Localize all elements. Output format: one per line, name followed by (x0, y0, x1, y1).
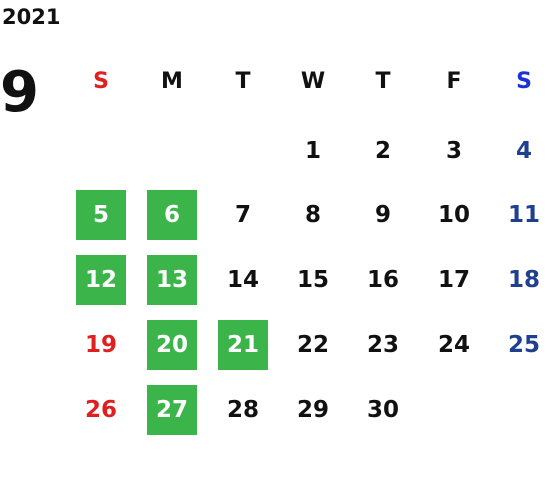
weekday-header: F (446, 68, 462, 94)
calendar-day[interactable]: 29 (296, 397, 329, 423)
calendar-day[interactable]: 14 (226, 267, 259, 293)
calendar-day[interactable]: 18 (507, 267, 540, 293)
calendar-day[interactable]: 21 (218, 320, 268, 370)
calendar-day[interactable]: 17 (437, 267, 470, 293)
calendar-day[interactable]: 19 (84, 332, 117, 358)
calendar-day[interactable]: 28 (226, 397, 259, 423)
calendar-day[interactable]: 5 (76, 190, 126, 240)
calendar-day[interactable]: 22 (296, 332, 329, 358)
calendar-day[interactable]: 10 (437, 202, 470, 228)
weekday-header: S (93, 68, 109, 94)
calendar-day[interactable]: 15 (296, 267, 329, 293)
calendar-day[interactable]: 25 (507, 332, 540, 358)
calendar-day[interactable]: 3 (445, 138, 462, 164)
calendar-day[interactable]: 1 (304, 138, 321, 164)
calendar-day[interactable]: 27 (147, 385, 197, 435)
calendar-day[interactable]: 2 (374, 138, 391, 164)
calendar-day[interactable]: 26 (84, 397, 117, 423)
weekday-header: S (516, 68, 532, 94)
calendar-day[interactable]: 23 (366, 332, 399, 358)
calendar-day[interactable]: 12 (76, 255, 126, 305)
calendar-day[interactable]: 20 (147, 320, 197, 370)
calendar-day[interactable]: 13 (147, 255, 197, 305)
calendar-day[interactable]: 9 (374, 202, 391, 228)
calendar-month: 9 (0, 60, 39, 125)
weekday-header: M (161, 68, 183, 94)
calendar-day[interactable]: 24 (437, 332, 470, 358)
calendar-day[interactable]: 11 (507, 202, 540, 228)
calendar-day[interactable]: 16 (366, 267, 399, 293)
calendar-day[interactable]: 6 (147, 190, 197, 240)
weekday-header: T (375, 68, 391, 94)
weekday-header: T (235, 68, 251, 94)
calendar-day[interactable]: 4 (515, 138, 532, 164)
calendar-day[interactable]: 30 (366, 397, 399, 423)
calendar-day[interactable]: 7 (234, 202, 251, 228)
calendar-year: 2021 (2, 5, 61, 29)
calendar-day[interactable]: 8 (304, 202, 321, 228)
weekday-header: W (300, 68, 326, 94)
